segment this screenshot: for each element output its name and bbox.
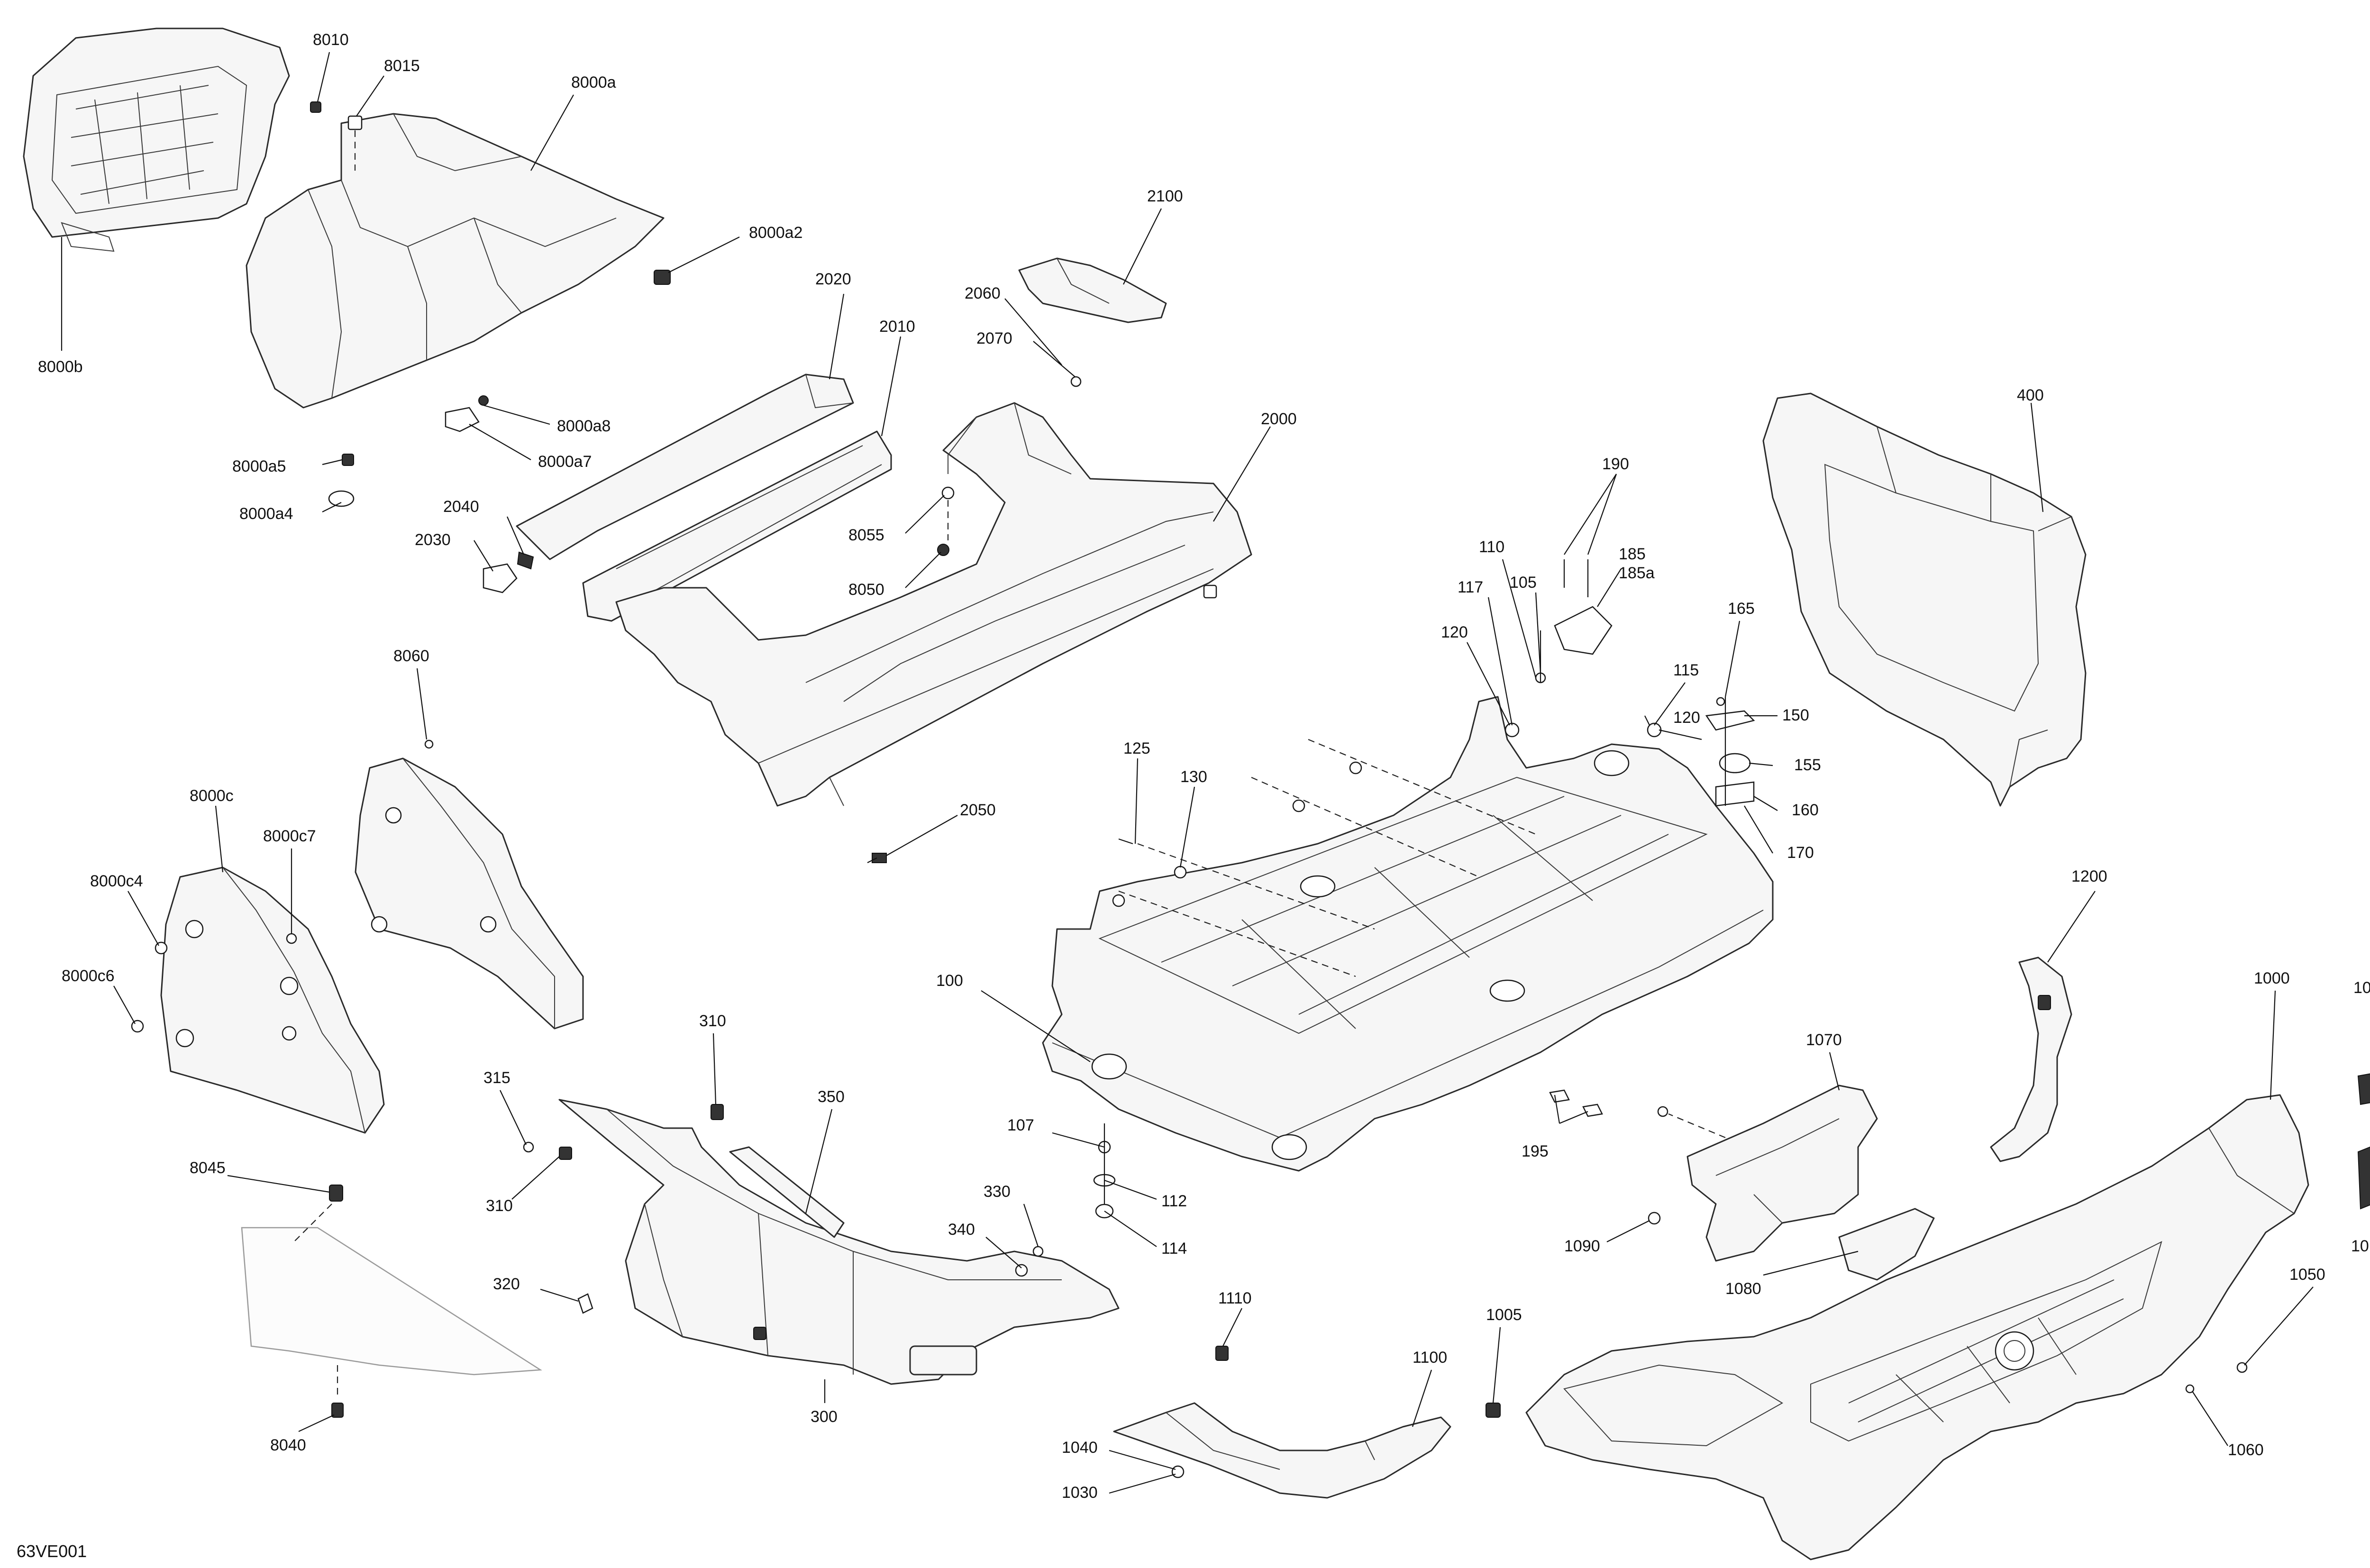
callout-8000a7: 8000a7 — [538, 453, 592, 471]
callout-165: 165 — [1728, 600, 1755, 618]
callout-1060: 1060 — [2228, 1441, 2264, 1459]
callout-labels: 8010 8015 8000a 8000b 8000a2 8000a8 8000… — [17, 31, 2370, 1561]
part-400-front-fascia — [1762, 392, 2087, 807]
callout-8000a4: 8000a4 — [239, 505, 293, 523]
callout-1000: 1000 — [2254, 969, 2290, 987]
callout-1080: 1080 — [1725, 1280, 1761, 1298]
callout-8040: 8040 — [270, 1436, 306, 1454]
callout-2010: 2010 — [879, 318, 915, 336]
callout-115: 115 — [1673, 661, 1699, 679]
callout-8000c4: 8000c4 — [90, 872, 143, 890]
part-8000b-rear-grille — [23, 27, 290, 252]
part-300-lower-cover — [523, 1099, 1120, 1385]
callout-110: 110 — [1479, 538, 1504, 556]
callout-120: 120 — [1441, 623, 1468, 641]
callout-8000c: 8000c — [190, 787, 234, 805]
seat-small-parts — [328, 270, 671, 507]
callout-8060: 8060 — [393, 647, 429, 665]
part-1100-skid — [1113, 1346, 1451, 1499]
callout-320: 320 — [493, 1275, 520, 1293]
callout-150: 150 — [1782, 706, 1809, 724]
callout-1040: 1040 — [1062, 1439, 1098, 1457]
part-8000a-seat-cover — [246, 113, 665, 409]
callout-8000a: 8000a — [571, 73, 616, 91]
callout-1005: 1005 — [1486, 1306, 1522, 1324]
frame-fasteners — [1093, 559, 1755, 1219]
callout-120b: 120 — [1673, 709, 1700, 727]
callout-8010: 8010 — [313, 31, 349, 49]
fasteners-8010-8015 — [310, 101, 363, 171]
callout-2040: 2040 — [443, 498, 479, 516]
part-1000-front-bumper — [1486, 1094, 2309, 1560]
callout-350: 350 — [818, 1088, 845, 1106]
callout-8000a2: 8000a2 — [749, 224, 802, 242]
part-2000-floor-tub — [615, 402, 1252, 807]
callout-1050: 1050 — [2289, 1266, 2325, 1284]
callout-8000a5: 8000a5 — [232, 457, 286, 475]
callout-190: 190 — [1602, 455, 1629, 473]
callout-1010: 1010 — [2351, 1237, 2370, 1255]
part-2100-bracket — [1018, 257, 1167, 387]
part-1070-bracket — [1648, 1085, 1935, 1281]
callout-125: 125 — [1123, 739, 1150, 757]
callout-2000: 2000 — [1261, 410, 1297, 428]
callout-185: 185 — [1619, 545, 1646, 563]
callout-155: 155 — [1794, 756, 1821, 774]
leader-lines — [61, 52, 2314, 1494]
callout-107: 107 — [1007, 1116, 1034, 1134]
part-8000c-side-panels — [131, 739, 584, 1134]
callout-185a: 185a — [1619, 564, 1655, 582]
callout-195: 195 — [1522, 1142, 1549, 1160]
callout-130: 130 — [1180, 768, 1207, 786]
callout-300: 300 — [811, 1408, 838, 1426]
callout-170: 170 — [1787, 844, 1814, 862]
callout-100: 100 — [936, 972, 963, 990]
parts-1020-1010-decals — [2357, 1073, 2370, 1210]
callout-1030: 1030 — [1062, 1484, 1098, 1502]
callout-8000c6: 8000c6 — [62, 967, 115, 985]
callout-2030: 2030 — [415, 531, 451, 549]
callout-1100: 1100 — [1413, 1349, 1447, 1367]
callout-310b: 310 — [486, 1197, 513, 1215]
callout-105: 105 — [1510, 574, 1537, 592]
callout-340: 340 — [948, 1221, 975, 1239]
part-2020-2010-rails — [516, 374, 892, 622]
callout-8000a8: 8000a8 — [557, 417, 611, 435]
callout-8015: 8015 — [384, 57, 420, 75]
figure-id: 63VE001 — [17, 1541, 87, 1561]
callout-112: 112 — [1161, 1192, 1187, 1210]
callout-400: 400 — [2017, 386, 2044, 404]
callout-2020: 2020 — [815, 270, 851, 288]
callout-1200: 1200 — [2071, 867, 2107, 885]
callout-8000c7: 8000c7 — [263, 827, 316, 845]
callout-2060: 2060 — [965, 284, 1001, 302]
callout-315: 315 — [483, 1069, 510, 1087]
part-8045-window-panel — [241, 1185, 542, 1418]
callout-8045: 8045 — [190, 1159, 226, 1177]
callout-160: 160 — [1792, 801, 1819, 819]
callout-1110: 1110 — [1218, 1289, 1252, 1307]
callout-114: 114 — [1161, 1240, 1187, 1258]
part-1200-pillar — [1990, 957, 2072, 1162]
callout-8055: 8055 — [848, 526, 884, 544]
callout-2100: 2100 — [1147, 187, 1183, 205]
callout-1090: 1090 — [1564, 1237, 1600, 1255]
part-100-frame-tray — [1042, 696, 1774, 1172]
callout-117: 117 — [1458, 578, 1483, 596]
callout-2050: 2050 — [960, 801, 996, 819]
callout-2070: 2070 — [976, 329, 1012, 347]
callout-330: 330 — [984, 1183, 1011, 1201]
callout-1070: 1070 — [1806, 1031, 1842, 1049]
callout-310: 310 — [699, 1012, 726, 1030]
callout-8000b: 8000b — [38, 358, 83, 376]
callout-8050: 8050 — [848, 581, 884, 599]
